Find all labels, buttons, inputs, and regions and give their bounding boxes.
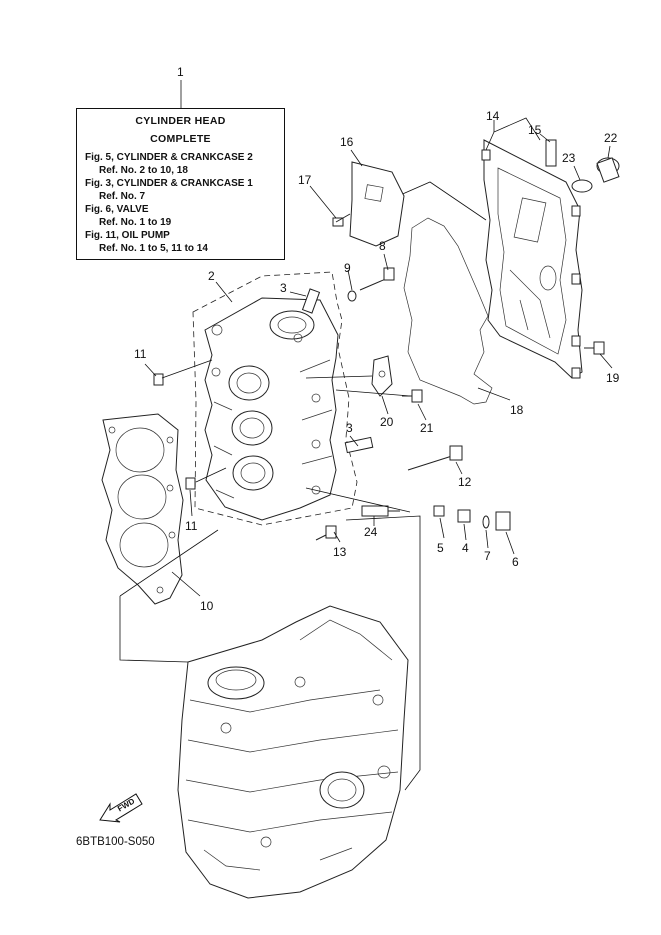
callout-16: 16 [340,135,354,149]
callout-24: 24 [364,525,378,539]
plug-6 [495,511,511,531]
assembly-line-mid [119,529,219,597]
head-cover-gasket [403,217,493,405]
callout-23: 23 [562,151,576,165]
cylinder-head [204,297,339,521]
cylinder-head-group-outline [192,271,358,526]
callout-9: 9 [344,261,351,275]
oring-23 [571,179,593,193]
reference-line-2-ref: Ref. No. 7 [99,191,146,202]
bolt-13 [315,525,337,541]
callout-5: 5 [437,541,444,555]
leader-lines [144,117,613,597]
bolt-8 [359,267,395,291]
callout-6: 6 [512,555,519,569]
pipe-15 [545,139,557,167]
callout-7: 7 [484,549,491,563]
oring-7 [482,515,490,529]
washer-9 [347,290,357,302]
reference-line-1-ref: Ref. No. 2 to 10, 18 [99,165,188,176]
reference-line-4-label: Fig. 11, OIL PUMP [85,230,170,241]
head-gasket [101,413,184,605]
assembly-line-lower [119,596,189,663]
reference-box-title-line1: CYLINDER HEAD [135,115,226,127]
cover-plate [349,161,405,247]
callout-14: 14 [486,109,500,123]
bolt-5 [433,505,445,517]
gasket-leader-line [397,181,487,221]
callout-8: 8 [379,239,386,253]
reference-line-1-label: Fig. 5, CYLINDER & CRANKCASE 2 [85,152,253,163]
callout-10: 10 [200,599,214,613]
crankcase-block [177,605,409,899]
reference-line-3-label: Fig. 6, VALVE [85,204,149,215]
reference-line-3-ref: Ref. No. 1 to 19 [99,217,172,228]
callout-17: 17 [298,173,312,187]
diagram-code: 6BTB100-S050 [76,836,155,848]
callout-15: 15 [528,123,542,137]
bolt-19 [584,341,605,355]
callout-18: 18 [510,403,524,417]
assembly-line-lower-right [345,515,421,791]
sensor-24 [361,505,400,517]
callout-22: 22 [604,131,618,145]
reference-line-2-label: Fig. 3, CYLINDER & CRANKCASE 1 [85,178,253,189]
reference-line-4-ref: Ref. No. 1 to 5, 11 to 14 [99,243,208,254]
callout-11-lower: 11 [185,519,198,533]
bolt-17 [332,213,351,227]
callout-3-lower: 3 [346,421,353,435]
callout-19: 19 [606,371,620,385]
callout-1: 1 [177,65,184,79]
dowel-3-upper [301,288,321,314]
fwd-arrow-icon: FWD [99,793,143,823]
callout-21: 21 [420,421,434,435]
reference-box-title-line2: COMPLETE [150,133,211,145]
pin-11-lower [185,477,196,490]
plate-20 [371,355,393,397]
callout-4: 4 [462,541,469,555]
dowel-3-lower [344,436,374,454]
cylinder-head-cover [481,139,583,379]
callout-13: 13 [333,545,347,559]
pin-11-upper [153,373,164,386]
bolt-12 [407,445,463,471]
sleeve-4 [457,509,471,523]
callout-20: 20 [380,415,394,429]
callout-11-upper: 11 [134,347,147,361]
reference-box: CYLINDER HEAD COMPLETE Fig. 5, CYLINDER … [76,108,285,260]
callout-2: 2 [208,269,215,283]
callout-12: 12 [458,475,472,489]
callout-3-upper: 3 [280,281,287,295]
cap-22 [596,157,620,183]
bolt-21 [402,389,423,403]
